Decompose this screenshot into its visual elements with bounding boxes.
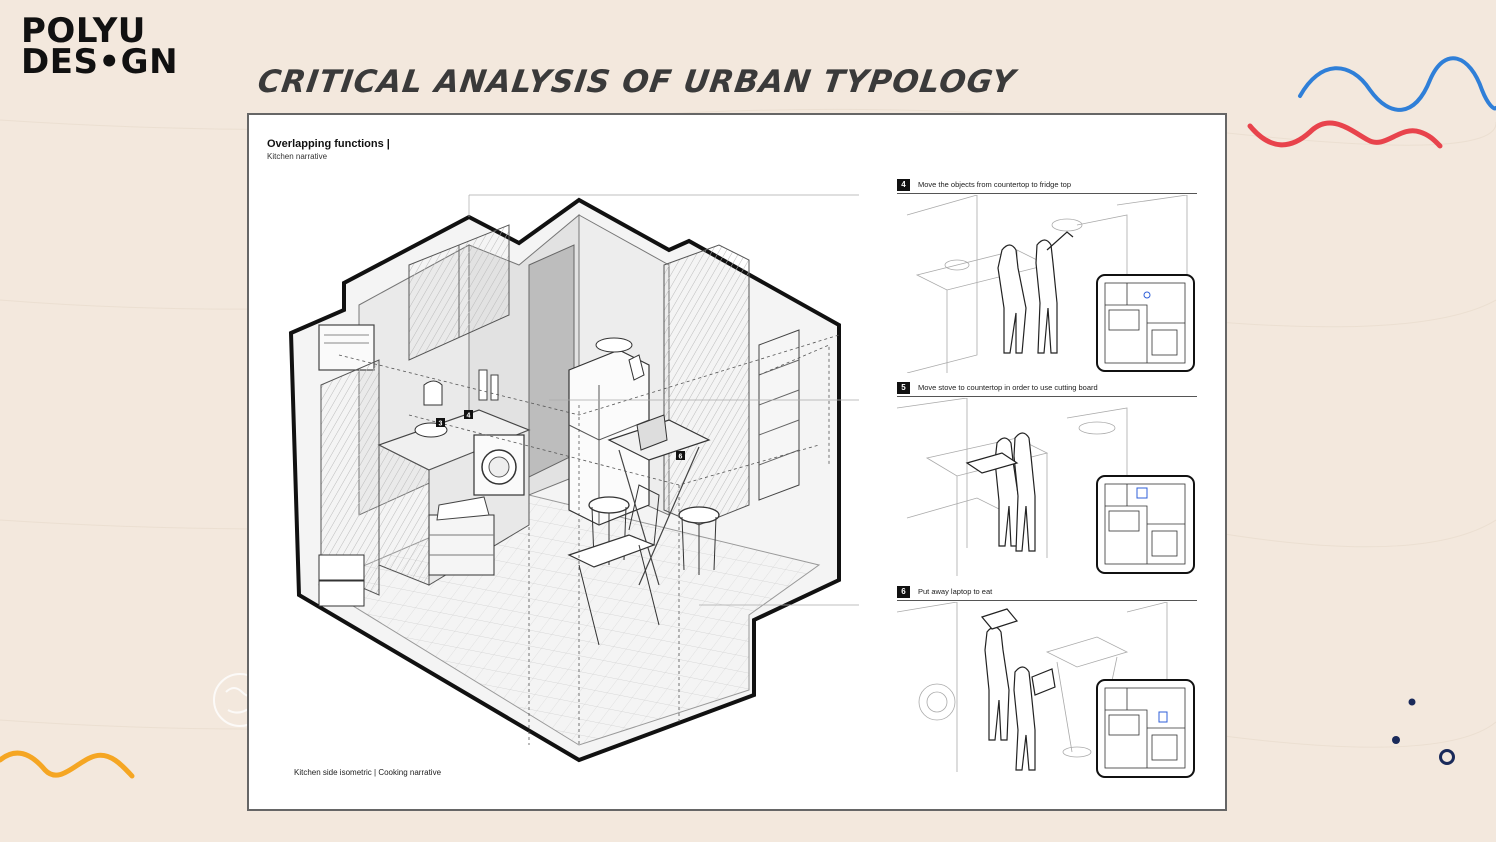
person-figure-2 <box>1013 432 1036 552</box>
step-4-illustration <box>906 195 1195 373</box>
panel-header: 6 Put away laptop to eat <box>897 586 1197 601</box>
tall-cabinet <box>663 244 750 526</box>
sheet-title: Overlapping functions | <box>267 138 390 150</box>
laptop <box>636 414 668 451</box>
fruit-bowl <box>595 337 633 353</box>
kitchen-isometric-drawing: 3 4 6 <box>288 194 859 763</box>
drawing-caption: Kitchen side isometric | Cooking narrati… <box>294 768 442 777</box>
step-number: 6 <box>897 586 910 598</box>
person-figure-2 <box>1013 666 1036 771</box>
marker-6: 6 <box>679 454 683 461</box>
step-5-illustration <box>897 398 1195 576</box>
stool-2 <box>678 506 720 524</box>
logo-line-1: POLYU <box>21 11 146 51</box>
step-panel-6: 6 Put away laptop to eat <box>897 586 1197 786</box>
marker-3: 3 <box>439 421 443 428</box>
step-text: Move the objects from countertop to frid… <box>918 180 1071 189</box>
polyu-design-logo: POLYU DES•GN <box>21 11 179 82</box>
step-number: 4 <box>897 179 910 191</box>
wall-shelf <box>758 329 800 501</box>
drawing-sheet: Overlapping functions | Kitchen narrativ… <box>247 113 1227 811</box>
panel-header: 4 Move the objects from countertop to fr… <box>897 179 1197 194</box>
panel-header: 5 Move stove to countertop in order to u… <box>897 382 1197 397</box>
step-text: Put away laptop to eat <box>918 587 993 596</box>
floorplan-inset <box>1096 475 1195 574</box>
step-number: 5 <box>897 382 910 394</box>
step-text: Move stove to countertop in order to use… <box>918 383 1098 392</box>
aircon-unit <box>318 324 375 371</box>
left-cabinet <box>320 359 380 596</box>
step-panel-4: 4 Move the objects from countertop to fr… <box>897 179 1197 379</box>
storage-box <box>318 554 365 581</box>
person-figure-2 <box>1035 239 1058 354</box>
step-panel-5: 5 Move stove to countertop in order to u… <box>897 382 1197 582</box>
marker-4: 4 <box>467 413 471 420</box>
slide-title: CRITICAL ANALYSIS OF URBAN TYPOLOGY <box>255 64 1018 100</box>
laundry-crate <box>428 514 495 576</box>
doorway <box>528 244 575 478</box>
sheet-subtitle: Kitchen narrative <box>267 152 328 161</box>
floorplan-inset <box>1096 679 1195 778</box>
step-6-illustration <box>897 602 1195 778</box>
stool-1 <box>588 496 630 514</box>
logo-line-2: DES•GN <box>21 42 179 82</box>
person-figure <box>984 626 1010 741</box>
floorplan-inset <box>1096 274 1195 372</box>
person-figure <box>997 244 1027 354</box>
